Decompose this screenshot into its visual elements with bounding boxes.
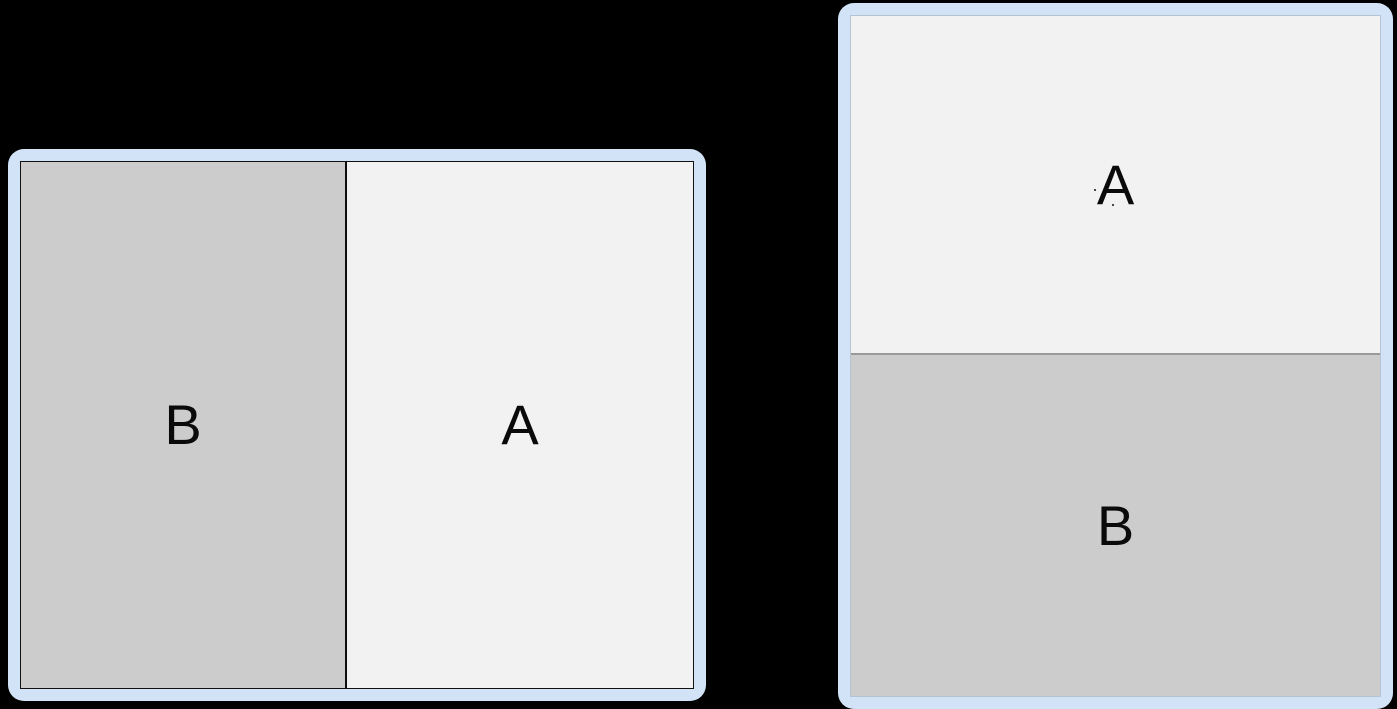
- horizontal-split-window[interactable]: B A: [8, 149, 706, 701]
- pane-b-left[interactable]: B: [21, 162, 347, 688]
- pane-b-bottom[interactable]: B: [851, 355, 1380, 696]
- vertical-split-container: A B: [850, 15, 1381, 697]
- pane-a-top[interactable]: A: [851, 16, 1380, 355]
- render-speck-artifact: [1112, 204, 1114, 206]
- pane-b-left-label: B: [164, 393, 202, 456]
- pane-a-top-label: A: [1096, 152, 1135, 216]
- render-speck-artifact: [1094, 189, 1096, 191]
- horizontal-split-container: B A: [20, 161, 694, 689]
- vertical-split-window[interactable]: A B: [838, 3, 1393, 709]
- pane-b-bottom-label: B: [1096, 493, 1135, 557]
- pane-a-right[interactable]: A: [347, 162, 693, 688]
- pane-a-right-label: A: [501, 393, 539, 456]
